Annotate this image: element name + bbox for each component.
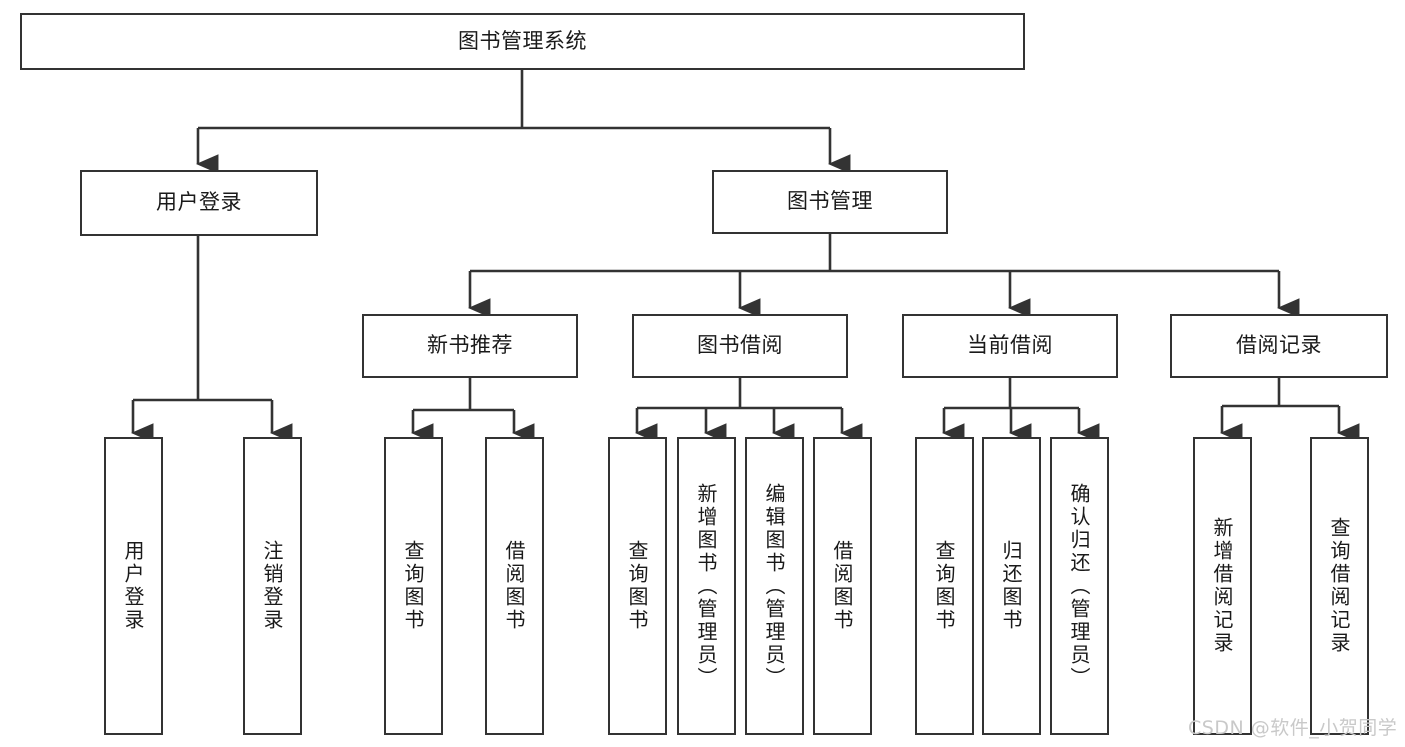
- leaf-current-query-book[interactable]: 查询图书: [915, 437, 974, 735]
- node-borrow-record[interactable]: 借阅记录: [1170, 314, 1388, 378]
- leaf-record-query-record[interactable]: 查询借阅记录: [1310, 437, 1369, 735]
- node-label: 图书管理: [787, 189, 873, 214]
- node-label: 图书管理系统: [458, 28, 587, 53]
- node-new-book-recommend[interactable]: 新书推荐: [362, 314, 578, 378]
- node-label: 新书推荐: [427, 333, 513, 358]
- leaf-borrow-borrow-book[interactable]: 借阅图书: [813, 437, 872, 735]
- node-label: 查询图书: [932, 540, 956, 632]
- node-label: 借阅图书: [502, 540, 526, 632]
- node-label: 注销登录: [260, 540, 284, 632]
- node-label: 图书借阅: [697, 333, 783, 358]
- node-label: 编辑图书（管理员）: [762, 482, 786, 690]
- node-label: 借阅记录: [1236, 333, 1322, 358]
- node-label: 查询图书: [401, 540, 425, 632]
- node-label: 用户登录: [156, 190, 242, 215]
- leaf-current-return-book[interactable]: 归还图书: [982, 437, 1041, 735]
- node-user-login[interactable]: 用户登录: [80, 170, 318, 236]
- node-book-borrow[interactable]: 图书借阅: [632, 314, 848, 378]
- leaf-borrow-edit-book-admin[interactable]: 编辑图书（管理员）: [745, 437, 804, 735]
- leaf-recommend-query-book[interactable]: 查询图书: [384, 437, 443, 735]
- node-label: 当前借阅: [967, 333, 1053, 358]
- node-book-management[interactable]: 图书管理: [712, 170, 948, 234]
- leaf-user-login[interactable]: 用户登录: [104, 437, 163, 735]
- node-label: 归还图书: [999, 540, 1023, 632]
- node-label: 查询借阅记录: [1327, 517, 1351, 655]
- leaf-user-logout[interactable]: 注销登录: [243, 437, 302, 735]
- node-root-system[interactable]: 图书管理系统: [20, 13, 1025, 70]
- node-label: 确认归还（管理员）: [1067, 482, 1091, 690]
- leaf-current-confirm-return-admin[interactable]: 确认归还（管理员）: [1050, 437, 1109, 735]
- node-label: 新增借阅记录: [1210, 517, 1234, 655]
- node-label: 查询图书: [625, 540, 649, 632]
- leaf-borrow-add-book-admin[interactable]: 新增图书（管理员）: [677, 437, 736, 735]
- leaf-record-add-record[interactable]: 新增借阅记录: [1193, 437, 1252, 735]
- node-current-borrow[interactable]: 当前借阅: [902, 314, 1118, 378]
- watermark: CSDN @软件_小贺同学: [1188, 717, 1398, 739]
- leaf-borrow-query-book[interactable]: 查询图书: [608, 437, 667, 735]
- node-label: 用户登录: [121, 540, 145, 632]
- node-label: 新增图书（管理员）: [694, 482, 718, 690]
- leaf-recommend-borrow-book[interactable]: 借阅图书: [485, 437, 544, 735]
- node-label: 借阅图书: [830, 540, 854, 632]
